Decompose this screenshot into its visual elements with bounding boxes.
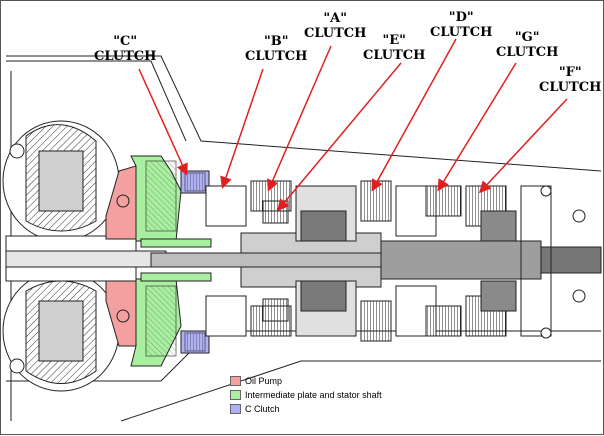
label-a-letter: "A" <box>323 11 348 26</box>
arrow-b-clutch <box>220 68 264 189</box>
label-e-letter: "E" <box>382 33 406 48</box>
legend-label-intermediate-plate: Intermediate plate and stator shaft <box>245 390 382 400</box>
arrow-g-clutch <box>437 62 517 192</box>
clutch-packs <box>205 180 586 342</box>
pointer-arrows <box>138 38 568 212</box>
c-clutch-pack <box>180 170 210 354</box>
legend: Oil Pump Intermediate plate and stator s… <box>230 374 382 416</box>
oil-pump <box>105 165 137 347</box>
arrow-f-clutch <box>478 98 568 194</box>
main-shaft <box>150 232 602 288</box>
label-b-word: CLUTCH <box>245 49 308 64</box>
arrow-d-clutch <box>371 38 457 192</box>
label-d-letter: "D" <box>448 10 474 25</box>
label-e-clutch: "E" CLUTCH <box>363 33 425 63</box>
legend-label-oil-pump: Oil Pump <box>245 376 283 386</box>
legend-swatch-c-clutch <box>230 404 241 414</box>
legend-swatch-oil-pump <box>230 376 241 386</box>
intermediate-plate <box>130 155 212 367</box>
label-c-word: CLUTCH <box>94 49 157 64</box>
arrow-c-clutch <box>138 68 188 176</box>
arrow-a-clutch <box>267 45 332 192</box>
label-f-word: CLUTCH <box>539 80 602 95</box>
label-g-word: CLUTCH <box>496 45 559 60</box>
legend-item-intermediate-plate: Intermediate plate and stator shaft <box>230 388 382 402</box>
legend-item-c-clutch: C Clutch <box>230 402 382 416</box>
torque-converter <box>2 120 167 392</box>
legend-label-c-clutch: C Clutch <box>245 404 280 414</box>
arrow-e-clutch <box>277 62 402 212</box>
label-d-word: CLUTCH <box>430 25 493 40</box>
label-b-clutch: "B" CLUTCH <box>245 34 307 64</box>
label-a-clutch: "A" CLUTCH <box>304 11 366 41</box>
label-e-word: CLUTCH <box>363 48 426 63</box>
legend-swatch-intermediate-plate <box>230 390 241 400</box>
label-a-word: CLUTCH <box>304 26 367 41</box>
label-f-clutch: "F" CLUTCH <box>539 65 601 95</box>
label-d-clutch: "D" CLUTCH <box>430 10 492 40</box>
label-c-clutch: "C" CLUTCH <box>94 34 156 64</box>
label-g-clutch: "G" CLUTCH <box>496 30 558 60</box>
label-g-letter: "G" <box>514 30 540 45</box>
label-b-letter: "B" <box>263 34 289 49</box>
label-c-letter: "C" <box>113 34 138 49</box>
legend-item-oil-pump: Oil Pump <box>230 374 382 388</box>
label-f-letter: "F" <box>558 65 582 80</box>
